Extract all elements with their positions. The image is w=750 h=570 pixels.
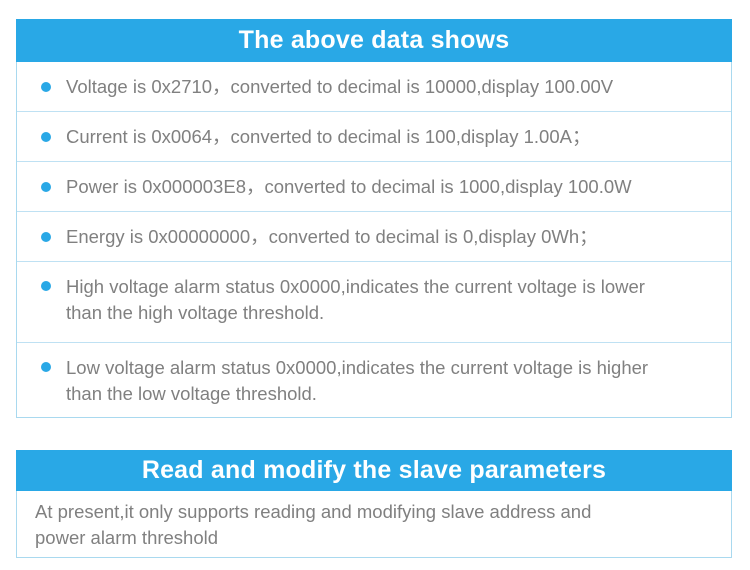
list-item: Low voltage alarm status 0x0000,indicate… bbox=[17, 343, 731, 417]
section-slave-params: Read and modify the slave parameters At … bbox=[16, 450, 732, 558]
section-body-slave-params: At present,it only supports reading and … bbox=[16, 491, 732, 558]
list-item-text: Power is 0x000003E8，converted to decimal… bbox=[66, 175, 632, 197]
list-item-text: Voltage is 0x2710，converted to decimal i… bbox=[66, 75, 614, 97]
bullet-dot-icon bbox=[41, 181, 51, 192]
section-body-above-data: Voltage is 0x2710，converted to decimal i… bbox=[16, 62, 732, 418]
bullet-dot-icon bbox=[41, 231, 51, 242]
list-item: Voltage is 0x2710，converted to decimal i… bbox=[17, 62, 731, 112]
bullet-dot-icon bbox=[41, 362, 51, 372]
list-item: Energy is 0x00000000，converted to decima… bbox=[17, 212, 731, 262]
list-item-text: Low voltage alarm status 0x0000,indicate… bbox=[66, 357, 649, 404]
list-item: Current is 0x0064，converted to decimal i… bbox=[17, 112, 731, 162]
section-title-slave-params: Read and modify the slave parameters bbox=[16, 450, 732, 491]
section-body-text: At present,it only supports reading and … bbox=[35, 501, 592, 548]
list-item-text: High voltage alarm status 0x0000,indicat… bbox=[66, 276, 645, 323]
bullet-dot-icon bbox=[41, 81, 51, 92]
bullet-dot-icon bbox=[41, 281, 51, 291]
list-item-text: Current is 0x0064，converted to decimal i… bbox=[66, 125, 591, 147]
list-item: Power is 0x000003E8，converted to decimal… bbox=[17, 162, 731, 212]
section-title-above-data: The above data shows bbox=[16, 19, 732, 62]
bullet-dot-icon bbox=[41, 131, 51, 142]
section-above-data: The above data shows Voltage is 0x2710，c… bbox=[16, 19, 732, 418]
list-item: High voltage alarm status 0x0000,indicat… bbox=[17, 262, 731, 343]
list-item-text: Energy is 0x00000000，converted to decima… bbox=[66, 225, 598, 247]
